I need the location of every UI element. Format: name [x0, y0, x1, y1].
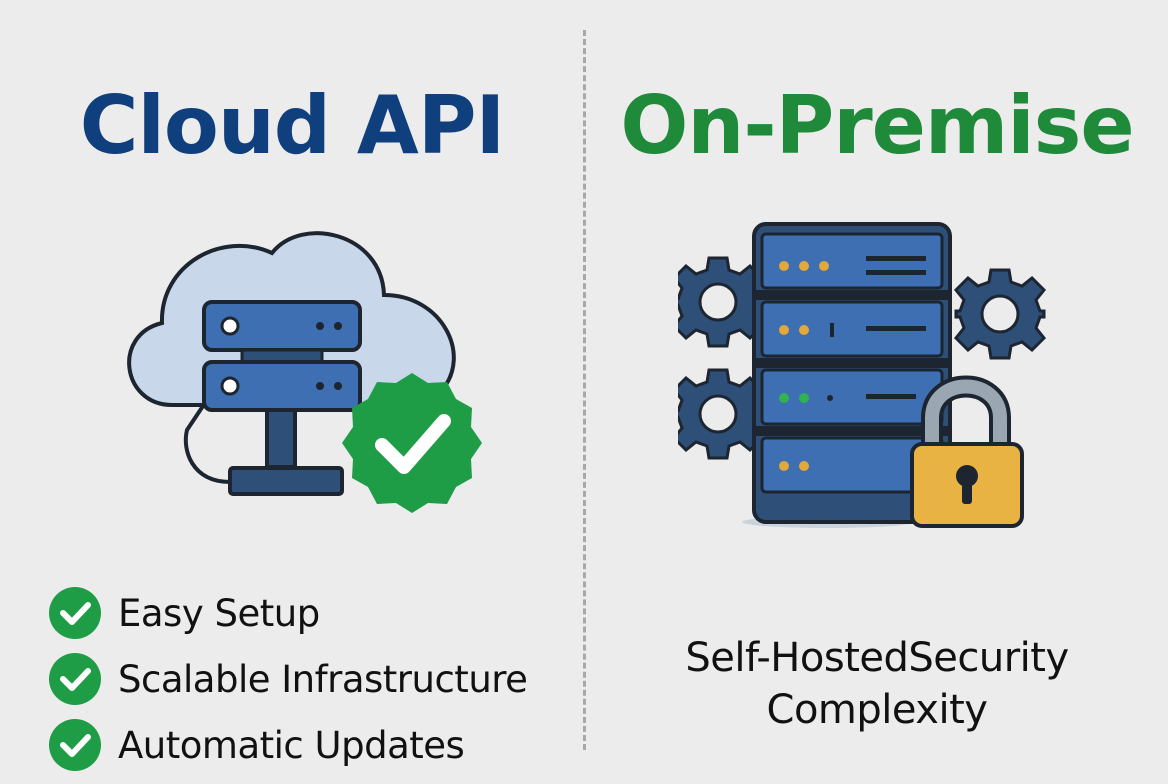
- on-premise-panel: On-Premise: [586, 0, 1168, 784]
- feature-list: Easy Setup Scalable Infrastructure Autom…: [48, 580, 568, 778]
- gear-icon: [678, 256, 764, 348]
- feature-label: Scalable Infrastructure: [118, 657, 528, 701]
- check-badge-icon: [342, 373, 482, 513]
- on-premise-title: On-Premise: [620, 79, 1134, 172]
- feature-item: Scalable Infrastructure: [48, 646, 568, 712]
- gear-icon: [678, 368, 764, 460]
- feature-label: Easy Setup: [118, 591, 320, 635]
- gear-icon: [954, 268, 1046, 360]
- cloud-illustration: [127, 231, 482, 513]
- feature-item: Automatic Updates: [48, 712, 568, 778]
- server-icon: [202, 300, 362, 412]
- padlock-icon: [910, 375, 1024, 528]
- feature-label: Automatic Updates: [118, 723, 465, 767]
- cloud-api-panel: Cloud API: [0, 0, 582, 784]
- check-circle-icon: [49, 587, 101, 639]
- check-circle-icon: [49, 719, 101, 771]
- on-premise-summary: Self-HostedSecurity Complexity: [586, 632, 1168, 736]
- feature-item: Easy Setup: [48, 580, 568, 646]
- check-circle-icon: [49, 653, 101, 705]
- summary-line: Complexity: [766, 687, 988, 733]
- panel-divider: [583, 30, 586, 750]
- cloud-api-title: Cloud API: [79, 79, 505, 172]
- summary-line: Self-HostedSecurity: [685, 635, 1069, 681]
- server-rack-icon: [752, 222, 952, 524]
- on-premise-illustration: [678, 222, 1046, 528]
